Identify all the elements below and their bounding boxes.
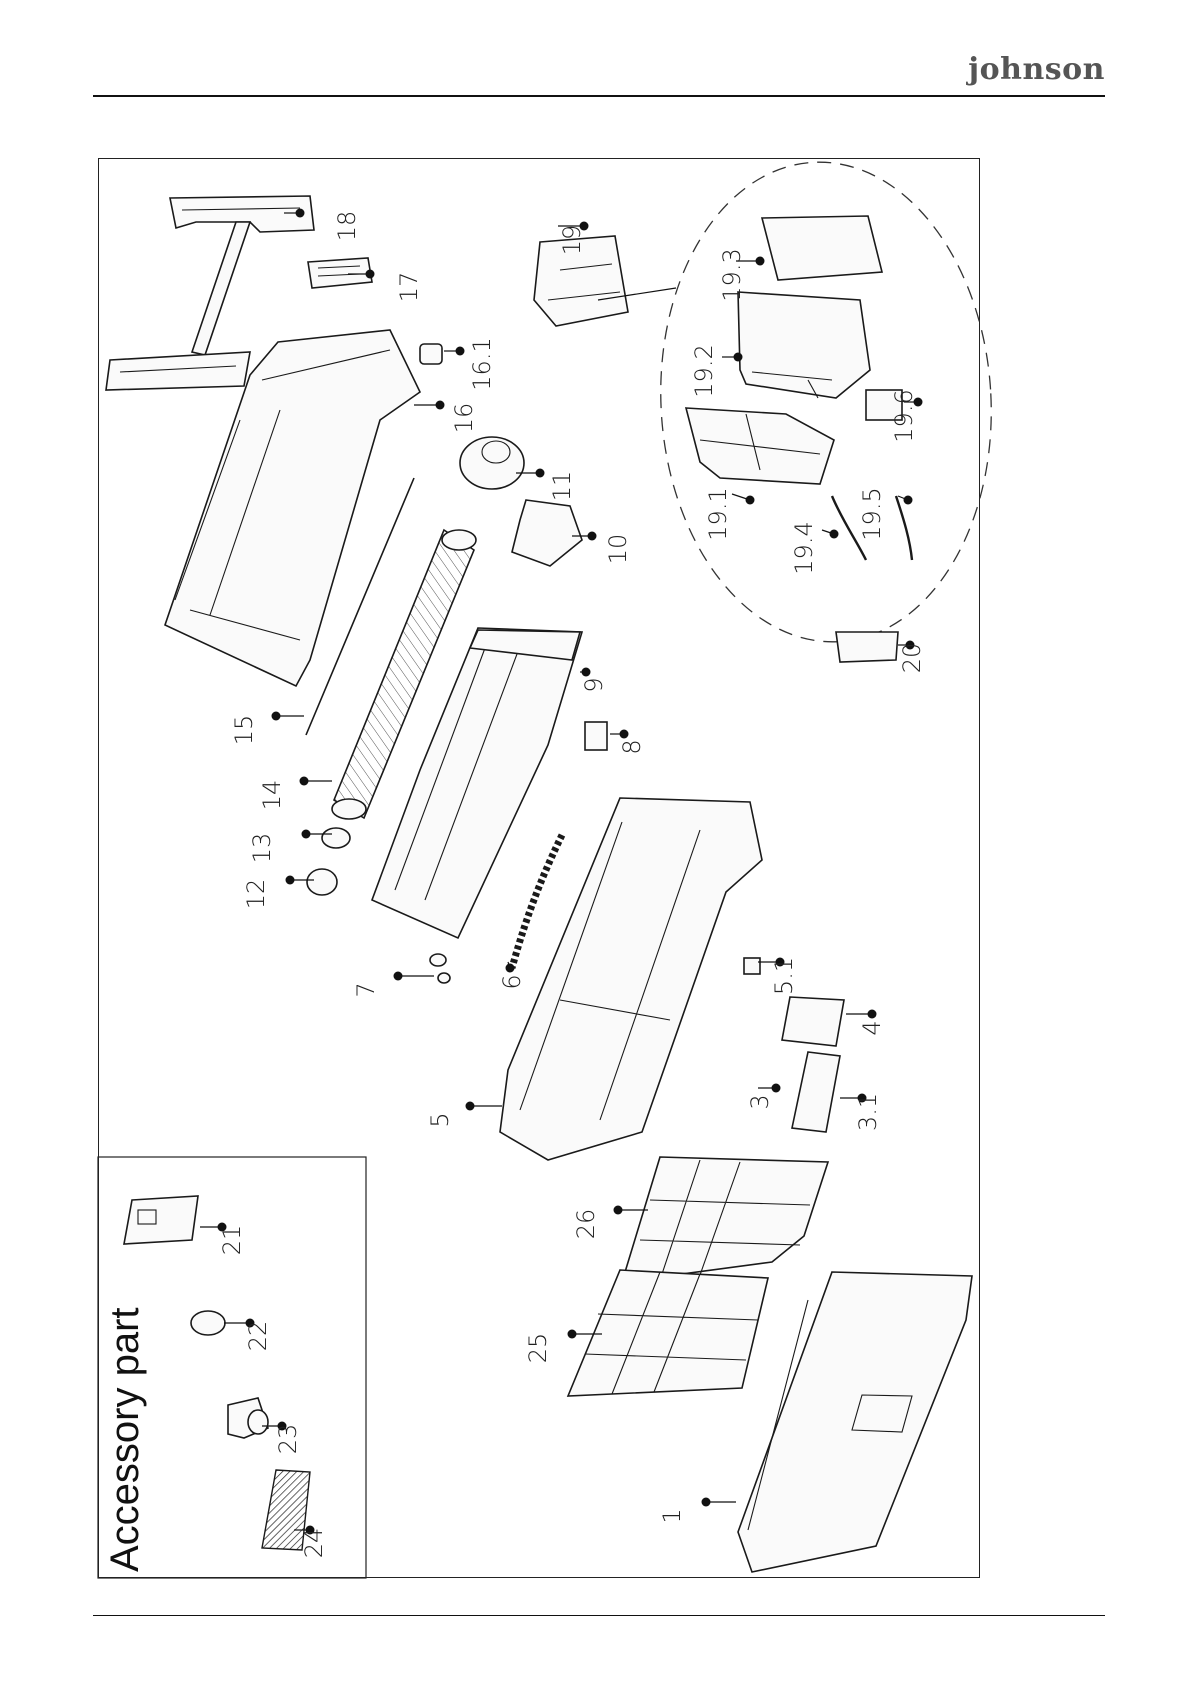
callout-label-c16_1: 16.1 [468, 337, 496, 390]
callout-label-c19_2: 19.2 [690, 344, 718, 397]
callout-label-c25: 25 [524, 1333, 552, 1364]
callout-label-c9: 9 [580, 677, 608, 692]
callout-label-c3: 3 [746, 1094, 774, 1109]
air-filter-right-part [622, 1157, 828, 1282]
callout-dot-c19_3 [756, 257, 765, 266]
callout-dot-c16_1 [456, 347, 465, 356]
callout-dot-c1 [702, 1498, 711, 1507]
callout-dot-c15 [272, 712, 281, 721]
callout-label-c1: 1 [658, 1508, 686, 1523]
callout-dot-c19_2 [734, 353, 743, 362]
front-panel-frame-part [500, 798, 762, 1160]
screw-cap-part [430, 954, 450, 983]
callout-dot-c4 [868, 1010, 877, 1019]
remote-controller-part [124, 1196, 198, 1244]
fan-motor-part [460, 437, 524, 489]
callout-dot-c13 [302, 830, 311, 839]
callout-label-c13: 13 [248, 833, 276, 864]
callout-dot-c26 [614, 1206, 623, 1215]
bearing-part [322, 828, 350, 848]
callout-label-c19_5: 19.5 [858, 487, 886, 540]
callout-dot-c8 [620, 730, 629, 739]
callout-dot-c5 [466, 1102, 475, 1111]
callout-dot-c19_4 [830, 530, 839, 539]
callout-label-c19: 19 [558, 225, 586, 256]
callout-label-c7: 7 [352, 982, 380, 997]
callout-dot-c12 [286, 876, 295, 885]
callout-dot-c19_1 [746, 496, 755, 505]
clip-part [744, 958, 760, 974]
callout-label-c12: 12 [242, 879, 270, 910]
callout-dot-c19_5 [904, 496, 913, 505]
callout-label-c11: 11 [548, 471, 576, 502]
callout-dot-c3 [772, 1084, 781, 1093]
accessory-title: Accessory part [103, 1307, 147, 1572]
sensor-holder-part [585, 722, 607, 750]
pcb-cover-part [762, 216, 882, 280]
callout-label-c24: 24 [300, 1528, 328, 1559]
callout-dot-c16 [436, 401, 445, 410]
air-filter-left-part [568, 1270, 768, 1396]
callout-label-c3_1: 3.1 [854, 1093, 882, 1131]
callout-dot-c7 [394, 972, 403, 981]
callout-label-c17: 17 [395, 272, 423, 303]
callout-label-c5_1: 5.1 [770, 957, 798, 995]
callout-label-c8: 8 [618, 739, 646, 754]
callout-label-c26: 26 [572, 1209, 600, 1240]
callout-label-c6: 6 [498, 974, 526, 989]
callout-label-c16: 16 [450, 403, 478, 434]
callout-label-c20: 20 [898, 643, 926, 674]
drain-hose-part [512, 835, 562, 968]
motor-cover-part [512, 500, 582, 566]
bearing-seat-part [307, 869, 337, 895]
display-board-part [792, 1052, 840, 1132]
callout-dot-c6 [506, 964, 515, 973]
callout-label-c18: 18 [333, 211, 361, 242]
callout-label-c5: 5 [426, 1112, 454, 1127]
receiver-board-part [836, 632, 898, 662]
main-control-board-part [738, 292, 870, 398]
electric-box-housing-part [686, 408, 834, 484]
callout-dot-c14 [300, 777, 309, 786]
callout-label-c22: 22 [244, 1321, 272, 1352]
callout-label-c15: 15 [230, 715, 258, 746]
callout-label-c21: 21 [218, 1225, 246, 1256]
drain-joint-part [228, 1398, 268, 1438]
display-cover-part [782, 997, 844, 1046]
callout-dot-c11 [536, 469, 545, 478]
callout-label-c14: 14 [258, 780, 286, 811]
small-clip-part [420, 344, 442, 364]
callout-dot-c9 [582, 668, 591, 677]
callout-dot-c25 [568, 1330, 577, 1339]
callout-label-c19_4: 19.4 [790, 521, 818, 574]
callout-label-c19_3: 19.3 [718, 248, 746, 301]
front-panel-part [738, 1272, 972, 1572]
callout-dot-c18 [296, 209, 305, 218]
ring-part [191, 1311, 225, 1335]
callout-label-c19_1: 19.1 [704, 487, 732, 540]
callout-label-c10: 10 [604, 534, 632, 565]
callout-dot-c10 [588, 532, 597, 541]
footer-rule [93, 1615, 1105, 1616]
callout-label-c23: 23 [274, 1424, 302, 1455]
bracket-part [308, 258, 372, 288]
pipe-temp-sensor-part [896, 496, 912, 560]
callout-dot-c17 [366, 270, 375, 279]
callout-label-c19_6: 19.6 [890, 389, 918, 442]
callout-label-c4: 4 [858, 1020, 886, 1035]
